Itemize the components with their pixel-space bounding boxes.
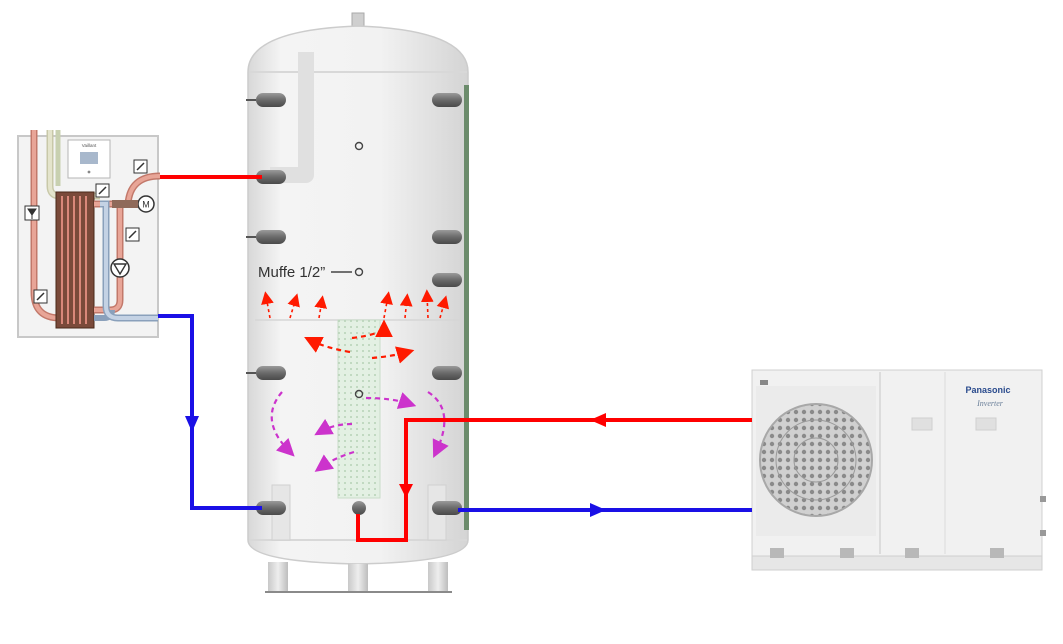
socket-label: Muffe 1/2” <box>258 264 325 281</box>
flow-arrow <box>590 413 606 427</box>
fan-grille-icon <box>759 403 873 517</box>
tank-leg-left <box>268 562 288 592</box>
thermometer-icon <box>33 289 48 304</box>
thermometer-icon <box>125 227 140 242</box>
flow-arrows-lower <box>270 391 449 472</box>
heat-pump-return-pipe <box>458 503 752 517</box>
flow-arrow <box>185 416 199 432</box>
motor-icon: M <box>112 195 155 213</box>
tank-bottom-nozzle <box>352 501 366 515</box>
sensor-socket-upper <box>354 141 364 151</box>
flow-arrow <box>270 391 295 457</box>
sensor-socket-middle <box>354 267 364 277</box>
svg-text:M: M <box>142 200 150 210</box>
cold-return-pipe-station <box>158 314 262 510</box>
tank-side-rail <box>464 85 469 530</box>
flow-arrows-mid <box>304 319 415 364</box>
thermometer-icon <box>95 183 110 198</box>
flow-arrow <box>427 391 449 458</box>
flow-arrow <box>371 346 415 364</box>
valve-icon <box>24 205 40 221</box>
heat-pump-brand: Panasonic <box>965 385 1010 395</box>
tank-leg-right <box>428 562 448 592</box>
buffer-tank: Muffe 1/2” <box>246 12 469 593</box>
tank-nozzles-left <box>246 93 286 515</box>
heat-pump-outdoor-unit: Panasonic Inverter <box>751 369 1046 571</box>
heat-pump-series: Inverter <box>976 399 1004 408</box>
tank-leg-center <box>348 564 368 592</box>
flow-arrow <box>304 337 351 354</box>
stratification-tube <box>337 319 381 499</box>
flow-arrow <box>261 291 274 319</box>
pump-icon <box>110 258 130 278</box>
heat-pump-flow-pipe <box>356 413 752 542</box>
flow-arrow <box>590 503 606 517</box>
flow-arrow <box>399 484 413 498</box>
sensor-socket-lower <box>354 389 364 399</box>
flow-arrows-upper <box>261 289 450 319</box>
flow-arrow <box>314 418 353 436</box>
heat-pump-base <box>751 555 1043 571</box>
thermometer-icon <box>133 159 148 174</box>
flow-arrow <box>314 450 355 472</box>
station-brand: Vaillant <box>82 143 97 148</box>
flow-arrow <box>365 392 417 409</box>
flow-arrow <box>380 291 393 319</box>
flow-arrow <box>420 289 434 319</box>
fresh-water-station: Vaillant <box>17 130 161 338</box>
tank-nozzles-right <box>432 93 462 515</box>
flow-arrow <box>351 319 393 340</box>
